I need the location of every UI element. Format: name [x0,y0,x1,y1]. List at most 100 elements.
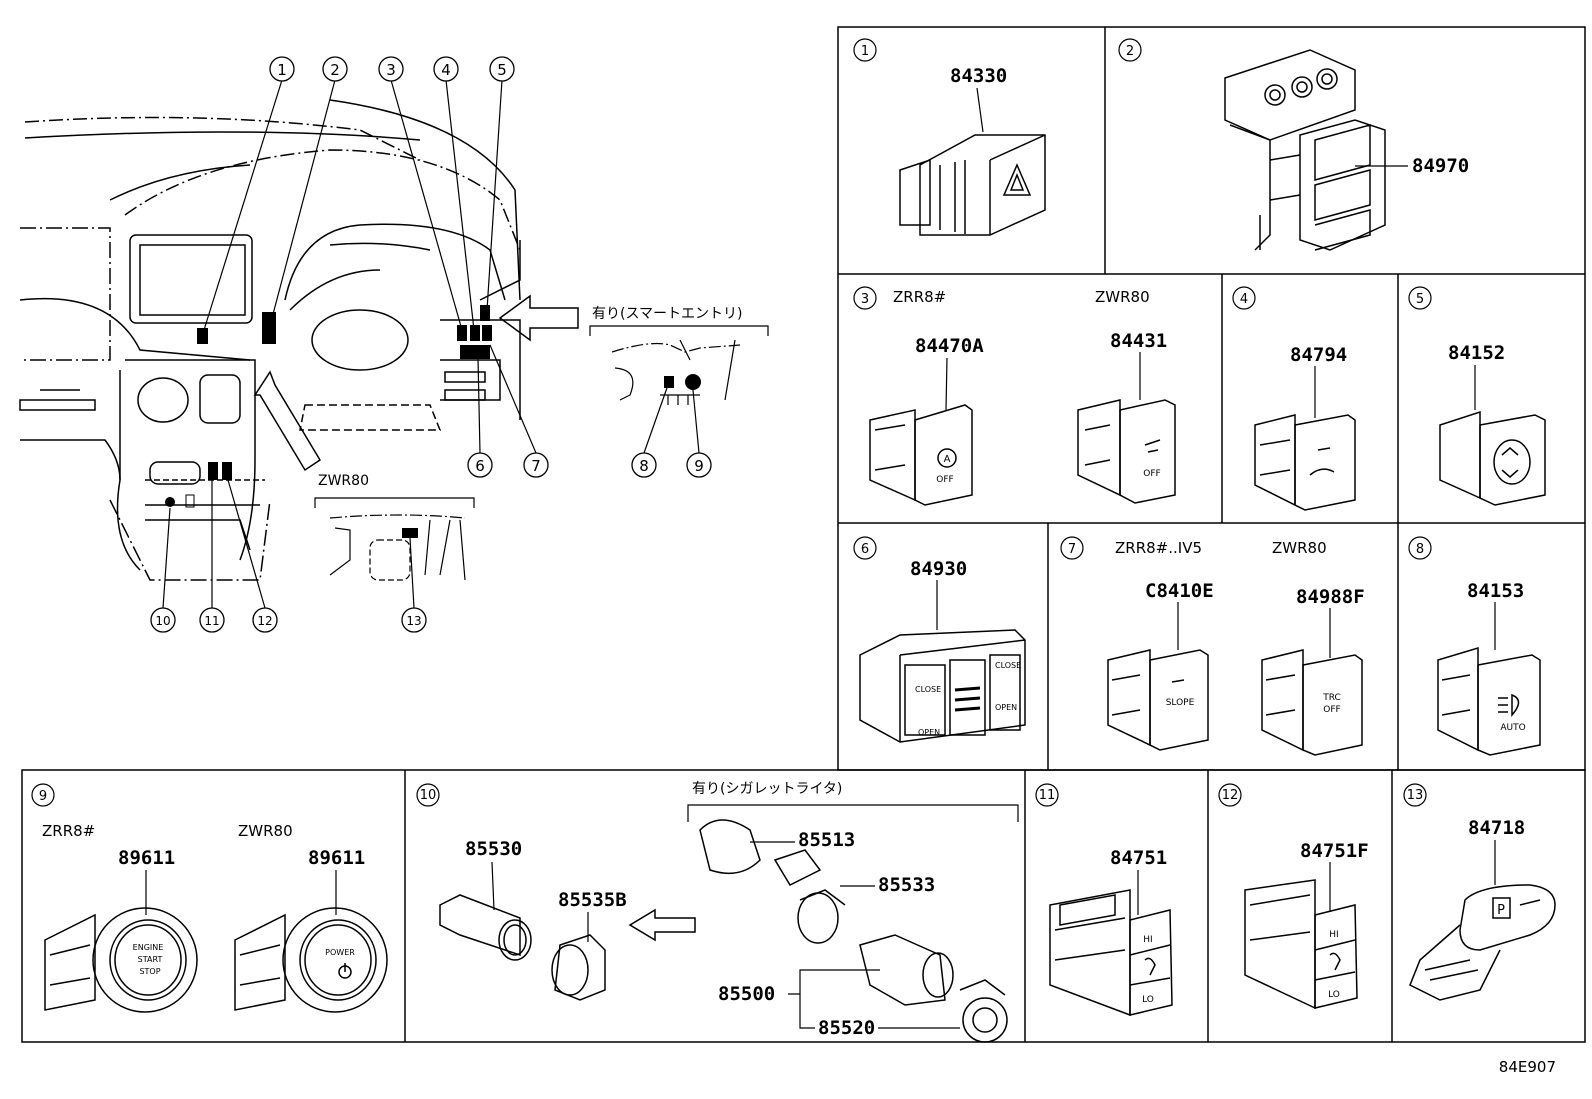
svg-text:11: 11 [204,614,219,628]
p-label: P [1497,903,1505,918]
variant-zwr80-p7: ZWR80 [1272,539,1327,557]
slope-switch-drawing [1107,649,1209,751]
part-number-85535B: 85535B [558,889,627,911]
panel-11-number: 11 [1039,788,1056,803]
slope-label: SLOPE [1166,698,1195,708]
svg-text:13: 13 [406,614,421,628]
part-number-84988F: 84988F [1296,586,1365,608]
smart-entry-inset: 有り(スマートエントリ) [589,306,769,405]
svg-text:4: 4 [441,61,451,79]
panel-8: 8 84153 AUTO [1408,536,1541,756]
callout-10: 10 [150,607,176,633]
overview-arrows [253,294,579,472]
panel-13-number: 13 [1407,788,1424,803]
cigarette-socket-drawing [439,819,1008,1043]
zwr80-inset-label: ZWR80 [318,473,369,489]
part-number-89611-b: 89611 [308,847,365,869]
lo-label-1: LO [1142,995,1154,1005]
part-number-84152: 84152 [1448,342,1505,364]
overview-switch-marks [165,305,492,508]
hazard-switch-drawing [899,134,1046,236]
off-label-1: OFF [936,475,953,485]
engine-label: ENGINE [133,943,164,952]
callout-12: 12 [252,607,278,633]
part-number-85530: 85530 [465,838,522,860]
open-label-2: OPEN [995,703,1017,712]
panel-12: 12 84751F HI LO [1218,783,1369,1010]
part-number-84330: 84330 [950,65,1007,87]
hi-label-1: HI [1143,935,1152,945]
dashboard-overview [19,99,521,581]
callout-4: 4 [433,56,459,82]
stop-label: STOP [139,967,160,976]
part-number-85513: 85513 [798,829,855,851]
part-number-85533: 85533 [878,874,935,896]
panel-13: 13 84718 P [1403,783,1556,1001]
variant-zrr8-p9: ZRR8# [42,822,95,840]
part-number-84153: 84153 [1467,580,1524,602]
callout-7: 7 [523,452,549,478]
panel-6-number: 6 [861,542,869,557]
part-number-85520: 85520 [818,1017,875,1039]
panel-4: 4 84794 [1232,286,1356,511]
door-switch-drawing [859,629,1026,743]
zwr80-inset: ZWR80 [314,473,475,581]
part-number-84470A: 84470A [915,335,984,357]
part-number-84970: 84970 [1412,155,1469,177]
panel-7-number: 7 [1068,542,1076,557]
cigarette-lighter-option: 有り(シガレットライタ) [692,781,842,797]
panel-1: 1 84330 [853,38,1046,236]
panel-11: 11 84751 HI LO [1035,783,1173,1017]
lo-label-2: LO [1328,990,1340,1000]
off-switch-drawing [1077,399,1176,504]
auto-label: AUTO [1500,723,1525,733]
callout-6: 6 [467,452,493,478]
panel-12-number: 12 [1222,788,1239,803]
callout-8: 8 [631,452,657,478]
seat-heater-switch-2-drawing [1244,879,1358,1010]
arrow-icon [628,908,696,942]
part-number-C8410E: C8410E [1145,580,1214,602]
parking-brake-switch-drawing [1409,884,1556,1001]
svg-text:3: 3 [386,61,396,79]
svg-text:7: 7 [531,457,541,475]
grid-frame [21,26,1586,1043]
variant-zrr8-iv5: ZRR8#..IV5 [1115,539,1202,557]
callout-1: 1 [269,56,295,82]
panel-9-number: 9 [39,789,47,804]
close-label-2: CLOSE [995,661,1021,670]
svg-text:2: 2 [330,61,340,79]
variant-zwr80-p9: ZWR80 [238,822,293,840]
panel-4-number: 4 [1240,292,1248,307]
svg-text:9: 9 [694,457,704,475]
combo-switch-drawing [1224,49,1386,251]
panel-9: 9 ZRR8# ZWR80 89611 89611 ENGINE START S… [31,783,388,1013]
panel-5: 5 84152 [1408,286,1546,506]
svg-text:10: 10 [155,614,170,628]
a-label: A [944,454,951,465]
svg-text:1: 1 [277,61,287,79]
part-number-84794: 84794 [1290,344,1347,366]
wiper-switch-drawing [1254,414,1356,511]
part-number-85500: 85500 [718,983,775,1005]
panel-1-number: 1 [861,44,869,59]
diagram-code: 84E907 [1498,1058,1556,1076]
callout-9: 9 [686,452,712,478]
part-number-84930: 84930 [910,558,967,580]
close-label-1: CLOSE [915,685,941,694]
smart-entry-label: 有り(スマートエントリ) [592,306,743,322]
overview-callouts: 1 2 3 4 5 6 7 8 9 10 11 12 13 [150,56,712,633]
engine-start-button-drawing [44,907,198,1013]
panel-3-number: 3 [861,292,869,307]
variant-zrr8: ZRR8# [893,288,946,306]
panel-6: 6 84930 CLOSE CLOSE OPEN OPEN [853,536,1026,743]
open-label-1: OPEN [918,728,940,737]
callout-11: 11 [199,607,225,633]
panel-2: 2 84970 [1118,38,1469,251]
panel-5-number: 5 [1416,292,1424,307]
start-label: START [138,955,163,964]
panel-10: 10 有り(シガレットライタ) 85530 85535B 85513 85533… [416,781,1019,1043]
variant-zwr80: ZWR80 [1095,288,1150,306]
panel-7: 7 ZRR8#..IV5 ZWR80 C8410E 84988F SLOPE T… [1060,536,1365,756]
